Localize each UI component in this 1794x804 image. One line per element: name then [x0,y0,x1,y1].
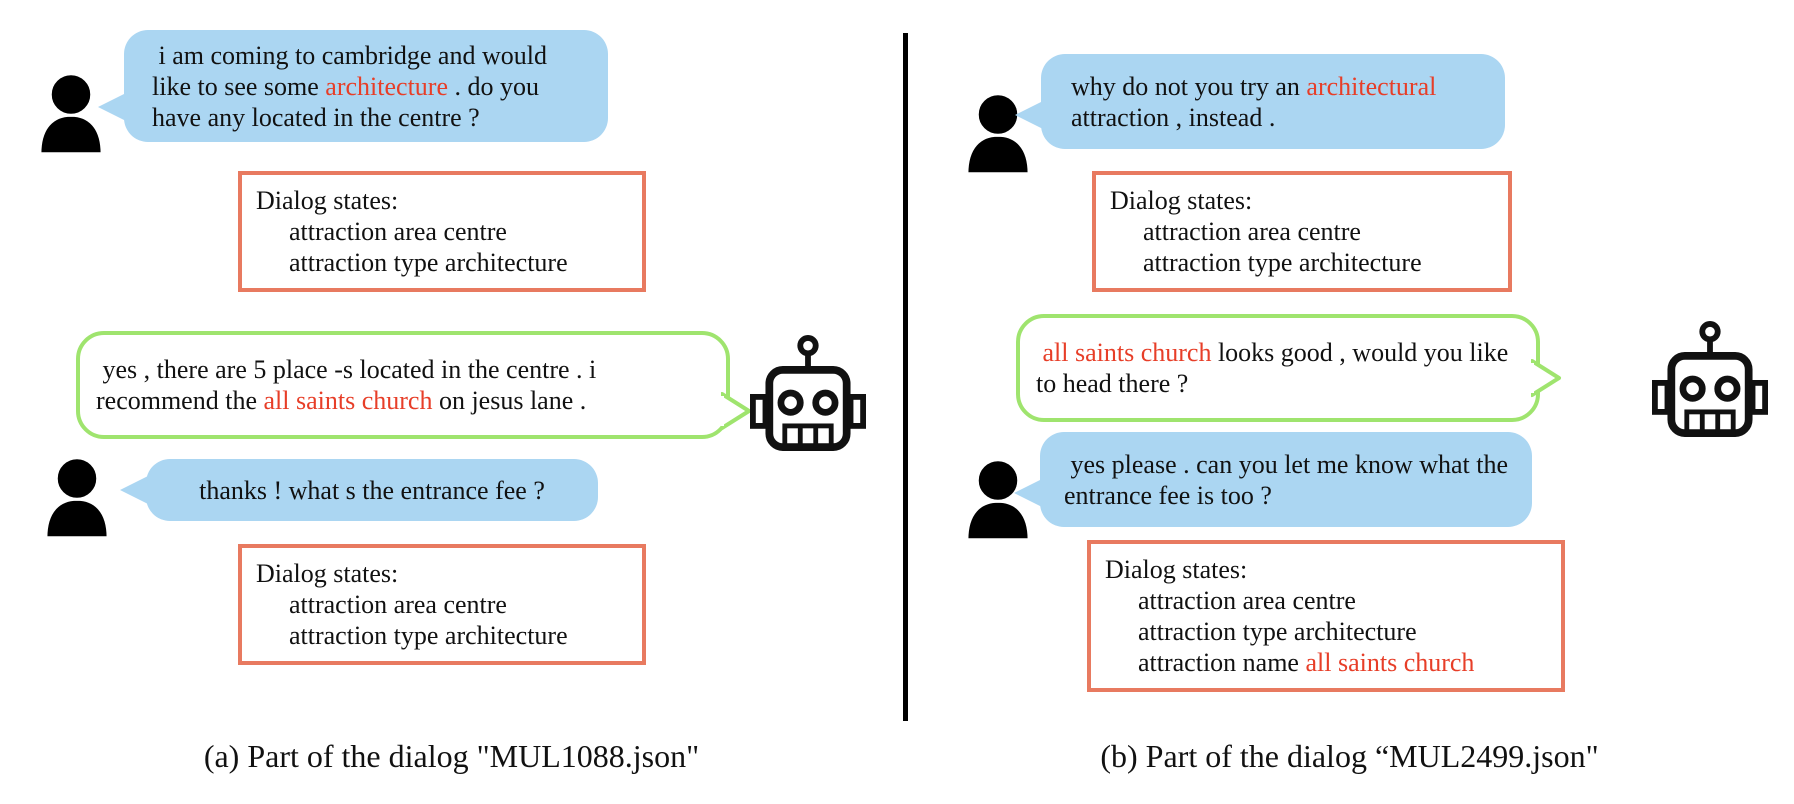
utterance-segment: yes , there are 5 place -s located in th… [96,355,603,415]
user-utterance: yes please . can you let me know what th… [1064,449,1515,510]
utterance-segment: i am coming to cambridge and would like … [152,40,554,101]
person-icon [965,458,1031,542]
user-person-icon [40,446,114,548]
highlight-term: all saints church [263,386,433,415]
robot-head-icon [1652,321,1768,438]
user-person-icon [34,62,108,164]
bubble-tail-left-icon [98,92,128,122]
highlight-term: architectural [1306,71,1437,101]
state-line: attraction area centre [1143,217,1361,246]
user-bubble-b1: why do not you try an architectural attr… [1015,54,1505,149]
highlight-term: all saints church [1305,648,1475,677]
highlight-term: all saints church [1042,338,1212,367]
state-line: attraction type architecture [289,621,568,650]
state-line: attraction area centre [289,217,507,246]
bubble-tail-left-icon [1015,100,1045,130]
state-box-title: Dialog states: [1105,555,1248,584]
dialog-state-box-b2: Dialog states: attraction area centre at… [1087,540,1565,692]
bubble-tail-right-icon [1531,359,1561,397]
state-line: attraction type architecture [1138,617,1417,646]
caption-b: (b) Part of the dialog “MUL2499.json" [1100,738,1599,774]
utterance-segment: looks good , would you like to head ther… [1036,338,1515,398]
bot-bubble-b: all saints church looks good , would you… [1016,314,1561,422]
person-icon [965,92,1031,176]
user-person-icon [961,82,1035,184]
robot-icon [1652,316,1768,444]
bot-bubble-a: yes , there are 5 place -s located in th… [76,331,751,439]
dialog-state-box-a1: Dialog states: attraction area centre at… [238,171,646,292]
utterance-segment: why do not you try an [1071,71,1307,101]
state-line: attraction name all saints church [1105,647,1547,678]
state-line: attraction area centre [1138,586,1356,615]
state-line: attraction area centre [289,590,507,619]
caption-a: (a) Part of the dialog "MUL1088.json" [203,738,700,774]
utterance-segment: . do you have any located in the centre … [152,71,546,132]
state-segment: attraction name [1138,648,1306,677]
robot-head-icon [750,335,866,452]
state-line: attraction type architecture [1143,248,1422,277]
bubble-tail-left-icon [120,475,150,505]
bubble-tail-right-icon [721,392,751,430]
user-utterance: why do not you try an architectural attr… [1071,71,1489,133]
user-utterance: i am coming to cambridge and would like … [152,40,592,133]
user-person-icon [961,448,1035,550]
state-box-title: Dialog states: [1110,186,1253,215]
dialog-state-box-a2: Dialog states: attraction area centre at… [238,544,646,665]
utterance-segment: on jesus lane . [432,386,587,415]
bot-utterance: all saints church looks good , would you… [1036,337,1520,399]
person-icon [44,456,110,540]
person-icon [38,72,104,156]
user-bubble-b2: yes please . can you let me know what th… [1014,432,1532,527]
user-bubble-a1: i am coming to cambridge and would like … [98,30,608,142]
bot-utterance: yes , there are 5 place -s located in th… [96,354,710,416]
state-line: attraction type architecture [289,248,568,277]
bubble-tail-left-icon [1014,478,1044,508]
state-box-title: Dialog states: [256,186,399,215]
highlight-term: architecture [325,71,448,101]
dialog-state-box-b1: Dialog states: attraction area centre at… [1092,171,1512,292]
user-bubble-a2: thanks ! what s the entrance fee ? [120,459,598,521]
state-box-title: Dialog states: [256,559,399,588]
utterance-segment: attraction , instead . [1071,71,1443,132]
panel-divider-line [903,33,908,721]
robot-icon [750,330,866,458]
user-utterance: thanks ! what s the entrance fee ? [199,475,545,505]
